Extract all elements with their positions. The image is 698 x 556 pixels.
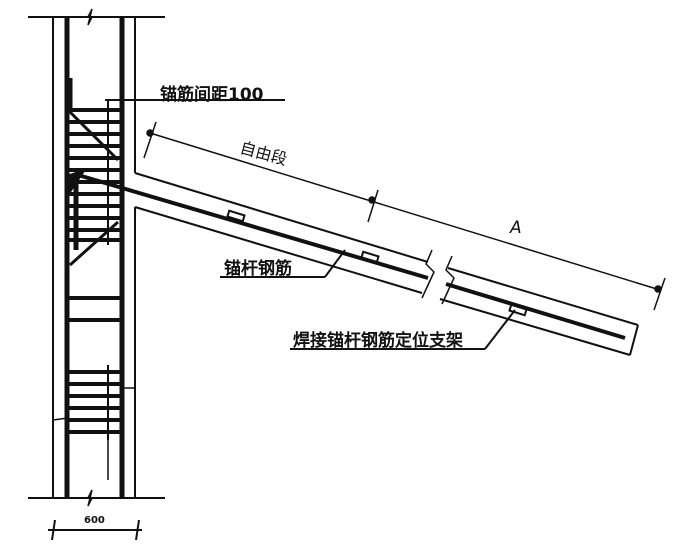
label-wall-thickness: 600 bbox=[84, 515, 105, 526]
label-positioning-bracket: 焊接锚杆钢筋定位支架 bbox=[293, 331, 463, 351]
anchor-rebar bbox=[68, 168, 626, 340]
label-anchor-length: A bbox=[510, 218, 522, 238]
anchor-body bbox=[134, 172, 639, 356]
label-stirrup-spacing: 锚筋间距100 bbox=[160, 85, 264, 105]
dimension-line-wall bbox=[48, 519, 142, 541]
leader-lines bbox=[105, 99, 516, 350]
label-anchor-rebar: 锚杆钢筋 bbox=[224, 259, 292, 279]
stirrups-lower bbox=[52, 296, 135, 480]
dimension-line-free-section bbox=[143, 121, 666, 311]
stirrups-upper bbox=[68, 99, 135, 267]
